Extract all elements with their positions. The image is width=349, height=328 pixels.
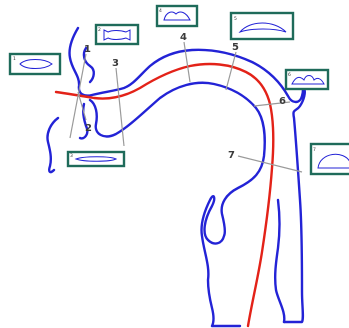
airway-midline — [56, 64, 273, 326]
inset-4: 4 — [157, 6, 197, 26]
inset-4-number: 4 — [159, 8, 162, 14]
section-label-3: 3 — [112, 58, 119, 69]
section-label-6: 6 — [279, 96, 286, 107]
airway-outline — [47, 28, 304, 326]
pointer-line-7 — [238, 156, 302, 172]
inset-7: 7 — [311, 144, 349, 174]
section-label-5: 5 — [232, 42, 239, 53]
inset-3-number: 3 — [70, 153, 73, 159]
pointer-line-5 — [226, 52, 236, 90]
section-label-2: 2 — [85, 123, 92, 134]
inset-6-number: 6 — [288, 72, 291, 78]
section-label-7: 7 — [228, 150, 235, 161]
inset-6: 6 — [286, 70, 328, 89]
nostril-contour — [47, 118, 58, 172]
inset-1: 1 — [10, 54, 60, 74]
inset-5-number: 5 — [234, 16, 237, 22]
section-label-4: 4 — [180, 32, 187, 43]
oral-lower-contour — [90, 83, 265, 326]
nasal-upper-contour — [69, 28, 304, 322]
section-label-1: 1 — [84, 44, 91, 55]
posterior-wall — [275, 200, 284, 322]
inset-7-number: 7 — [313, 147, 316, 153]
pointer-line-4 — [184, 42, 190, 82]
inset-3: 3 — [68, 152, 124, 166]
inset-1-number: 1 — [13, 56, 16, 62]
inset-2: 2 — [96, 25, 138, 44]
inset-5: 5 — [231, 13, 293, 39]
inset-2-number: 2 — [98, 27, 101, 33]
